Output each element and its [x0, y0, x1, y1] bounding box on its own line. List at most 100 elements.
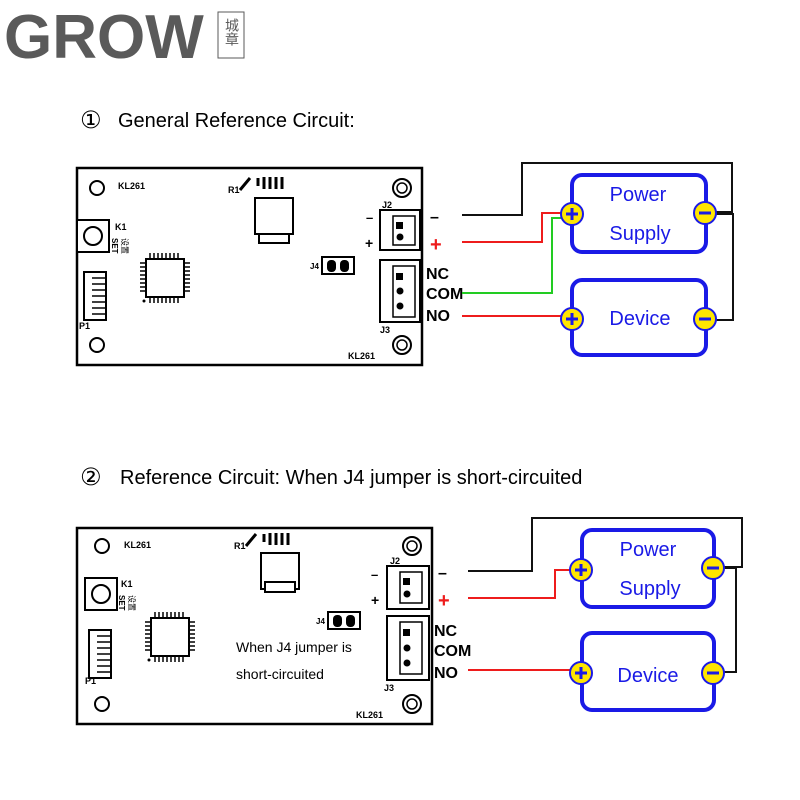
- wire-com-label: COM: [426, 286, 463, 303]
- board-model-bottom: KL261: [348, 351, 375, 361]
- mount-hole: [402, 536, 422, 556]
- minus-terminal-icon: [693, 307, 717, 331]
- wire-nc-label: NC: [434, 623, 458, 640]
- minus-terminal-icon: [701, 661, 725, 685]
- wire-pos-label: +: [438, 590, 450, 612]
- j2-label: J2: [382, 200, 392, 210]
- j4-jumper: [321, 256, 355, 275]
- wire-return: [713, 213, 734, 321]
- minus-terminal-icon: [693, 201, 717, 225]
- wire-positive: [468, 569, 573, 599]
- board-minus-label: –: [366, 210, 373, 225]
- wire-negative: [462, 162, 733, 216]
- logo-seal: [217, 11, 245, 59]
- set-label: SET: [110, 238, 119, 254]
- wire-return: [723, 567, 737, 673]
- mount-hole: [89, 337, 105, 353]
- j3-label: J3: [380, 325, 390, 335]
- mcu-chip: [140, 253, 190, 303]
- wire-negative: [468, 517, 743, 572]
- mount-hole-inner: [406, 698, 418, 710]
- board-2: KL261 KL261 R1 K1 SET 设置 P1: [75, 526, 434, 726]
- board-plus-label: +: [371, 592, 379, 608]
- set-cn-label: 设置: [127, 595, 137, 611]
- board-model-bottom: KL261: [356, 710, 383, 720]
- mount-hole: [392, 178, 412, 198]
- p1-connector: [88, 629, 112, 679]
- k1-label: K1: [121, 579, 133, 589]
- section-1-title: General Reference Circuit:: [118, 110, 355, 132]
- wire-no-label: NO: [434, 665, 458, 682]
- power-box-line1: Power: [610, 184, 667, 206]
- j4-pin: [327, 260, 336, 272]
- section-1: ① General Reference Circuit: KL261 KL261…: [75, 106, 734, 367]
- mount-hole-inner: [406, 540, 418, 552]
- wire-positive: [462, 212, 563, 243]
- power-box-line2: Supply: [609, 223, 670, 245]
- device-box-label: Device: [609, 308, 670, 330]
- wire-neg-label: –: [438, 565, 447, 582]
- logo-brand: GROW: [4, 3, 204, 72]
- j4-pin: [340, 260, 349, 272]
- wire-pos-label: +: [430, 234, 442, 256]
- j4-pin: [333, 615, 342, 627]
- power-box-line2: Supply: [619, 578, 680, 600]
- r1-label: R1: [228, 185, 240, 195]
- board-outline: [75, 526, 434, 726]
- mcu-chip: [145, 612, 195, 662]
- grow-logo: GROW 城章: [4, 3, 245, 72]
- plus-terminal-icon: [560, 202, 584, 226]
- j4-pin: [346, 615, 355, 627]
- wire-com-label: COM: [434, 643, 471, 660]
- power-box-line1: Power: [620, 539, 677, 561]
- section-2-number: ②: [80, 463, 102, 491]
- jumper-note-line1: When J4 jumper is: [236, 639, 352, 655]
- logo-seal-text: 城章: [223, 18, 239, 46]
- p1-connector: [83, 271, 107, 321]
- device-box-label: Device: [617, 665, 678, 687]
- set-label: SET: [117, 595, 126, 611]
- plus-terminal-icon: [569, 558, 593, 582]
- mount-hole: [402, 694, 422, 714]
- k1-button: [83, 226, 103, 246]
- k1-label: K1: [115, 222, 127, 232]
- p1-label: P1: [79, 321, 90, 331]
- wire-nc-label: NC: [426, 266, 450, 283]
- board-1: KL261 KL261 R1 K1 SET 设置 P1: [75, 166, 424, 367]
- k1-button: [91, 584, 111, 604]
- mount-hole: [94, 538, 110, 554]
- j4-jumper: [327, 611, 361, 630]
- board-outline: [75, 166, 424, 367]
- r1-component: [238, 177, 284, 191]
- plus-terminal-icon: [560, 307, 584, 331]
- sensor-component: [254, 197, 294, 235]
- mount-hole-inner: [396, 182, 408, 194]
- set-cn-label: 设置: [120, 238, 130, 254]
- j4-label: J4: [316, 617, 325, 626]
- j3-label: J3: [384, 683, 394, 693]
- plus-terminal-icon: [569, 661, 593, 685]
- wire-no-label: NO: [426, 308, 450, 325]
- jumper-note-line2: short-circuited: [236, 666, 324, 682]
- section-1-number: ①: [80, 106, 102, 134]
- sensor-base: [264, 581, 296, 593]
- section-2-title: Reference Circuit: When J4 jumper is sho…: [120, 467, 582, 489]
- wire-neg-label: –: [430, 209, 439, 226]
- mount-hole: [392, 335, 412, 355]
- sensor-base: [258, 233, 290, 244]
- j2-label: J2: [390, 556, 400, 566]
- minus-terminal-icon: [701, 556, 725, 580]
- r1-component: [244, 533, 290, 547]
- mount-hole: [94, 696, 110, 712]
- r1-label: R1: [234, 541, 246, 551]
- board-minus-label: –: [371, 567, 378, 582]
- board-plus-label: +: [365, 235, 373, 251]
- mount-hole: [89, 180, 105, 196]
- mount-hole-inner: [396, 339, 408, 351]
- j4-label: J4: [310, 262, 319, 271]
- board-model-top: KL261: [118, 181, 145, 191]
- wire-com: [462, 217, 563, 294]
- section-2: ② Reference Circuit: When J4 jumper is s…: [75, 463, 743, 726]
- board-model-top: KL261: [124, 540, 151, 550]
